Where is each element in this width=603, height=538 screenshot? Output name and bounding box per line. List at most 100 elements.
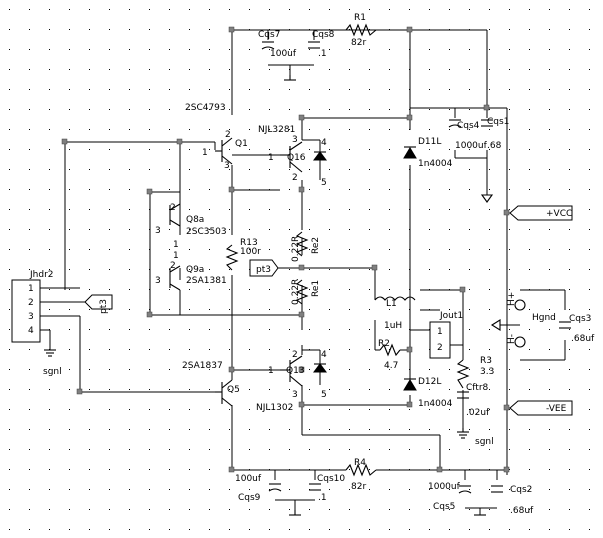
wires bbox=[40, 29, 566, 515]
pin-jhdr-1: 1 bbox=[28, 284, 34, 294]
label-r13: R13 bbox=[240, 238, 258, 248]
resistor-r13 bbox=[225, 244, 239, 271]
label-q5-part: 2SA1837 bbox=[182, 361, 223, 371]
pin-q9-2: 2 bbox=[170, 261, 176, 271]
pin-q8-3: 3 bbox=[155, 226, 161, 236]
diode-d11 bbox=[403, 146, 417, 159]
pin-q1-1: 1 bbox=[202, 148, 208, 158]
label-re2: Re2 bbox=[311, 237, 321, 254]
label-r4-val: 82r bbox=[351, 482, 366, 492]
label-cqs5-val: 1000uf bbox=[428, 482, 461, 492]
pin-jhdr-2: 2 bbox=[28, 298, 34, 308]
pin-numbers: 1 2 3 1 3 2 4 5 2 3 1 1 2 3 1 2 3 4 1 2 … bbox=[28, 130, 443, 400]
label-q5: Q5 bbox=[227, 385, 240, 395]
label-q1-part: 2SC4793 bbox=[185, 103, 226, 113]
label-hplus: H+ bbox=[507, 292, 517, 306]
label-pt3-left: pt3 bbox=[99, 299, 109, 314]
capacitor-cqs3 bbox=[559, 321, 571, 329]
pin-q13-2: 2 bbox=[292, 350, 298, 360]
label-r2: R2 bbox=[378, 339, 390, 349]
label-cqs10: Cqs10 bbox=[317, 474, 345, 484]
label-re2-val: 0.22R bbox=[291, 236, 301, 262]
connector-jout1 bbox=[429, 321, 451, 359]
resistor-r2 bbox=[379, 343, 401, 357]
diode-d12 bbox=[403, 378, 417, 391]
pin-q1-2: 2 bbox=[225, 130, 231, 140]
pin-q8-1: 1 bbox=[173, 240, 179, 250]
label-q1: Q1 bbox=[235, 139, 248, 149]
label-r13-val: 100r bbox=[240, 247, 261, 257]
label-cqs9-val: 100uf bbox=[235, 474, 262, 484]
pin-q16-1: 1 bbox=[268, 153, 274, 163]
transistor-q5 bbox=[215, 379, 233, 407]
label-q9-part: 2SA1381 bbox=[186, 276, 227, 286]
label-cqs3-val: .68uf bbox=[571, 334, 595, 344]
capacitor-cqs10 bbox=[309, 483, 321, 491]
capacitor-cqs8 bbox=[308, 41, 320, 49]
capacitor-cqs4 bbox=[448, 119, 462, 128]
pin-q16-3: 3 bbox=[292, 135, 298, 145]
label-r1-val: 82r bbox=[351, 38, 366, 48]
pin-q16-2: 2 bbox=[292, 173, 298, 183]
label-jout1: Jout1 bbox=[439, 311, 463, 321]
diode-q13-internal bbox=[313, 363, 327, 373]
label-l1: L1 bbox=[386, 299, 397, 309]
flag-pt3-center bbox=[249, 259, 279, 277]
label-q8-part: 2SC3503 bbox=[186, 227, 227, 237]
label-r1: R1 bbox=[354, 13, 366, 23]
label-cqs1-val: .68 bbox=[487, 141, 502, 151]
label-d11-part: 1n4004 bbox=[418, 159, 453, 169]
label-q13: Q13 bbox=[286, 366, 305, 376]
resistor-r1 bbox=[345, 23, 377, 37]
label-re1: Re1 bbox=[311, 280, 321, 297]
ground-symbols bbox=[44, 75, 494, 516]
pin-q9-3: 3 bbox=[155, 276, 161, 286]
label-d12: D12L bbox=[418, 377, 441, 387]
pin-jout-1: 1 bbox=[437, 327, 443, 337]
label-cqs2-val: .68uf bbox=[510, 506, 534, 516]
label-q13-part: NJL1302 bbox=[256, 403, 293, 413]
label-pt3-center: pt3 bbox=[256, 265, 271, 275]
label-vcc: +VCC bbox=[546, 209, 572, 219]
label-cqs4-val: 1000uf bbox=[455, 141, 488, 151]
label-re1-val: 0.22R bbox=[291, 279, 301, 305]
resistor-re1 bbox=[295, 279, 309, 305]
pin-jhdr-3: 3 bbox=[28, 312, 34, 322]
capacitor-cqs7 bbox=[261, 41, 275, 50]
transistor-q13 bbox=[280, 355, 303, 387]
flag-pt3-left bbox=[84, 294, 113, 310]
pin-q1-3: 3 bbox=[224, 161, 230, 171]
hgnd-symbol bbox=[490, 299, 526, 348]
transistor-q16 bbox=[280, 141, 303, 173]
label-q16: Q16 bbox=[287, 153, 306, 163]
inductor-l1 bbox=[374, 296, 416, 301]
label-cqs8-val: .1 bbox=[318, 49, 327, 59]
resistor-r4 bbox=[345, 463, 377, 477]
capacitor-cftr8 bbox=[457, 391, 469, 399]
capacitor-cqs9 bbox=[268, 483, 282, 492]
pin-q16-4: 4 bbox=[321, 138, 327, 148]
label-l1-val: 1uH bbox=[384, 321, 402, 331]
label-hminus: H- bbox=[507, 334, 517, 344]
component-labels: R1 82r Cqs7 100uf Cqs8 .1 2SC4793 Q1 NJL… bbox=[29, 13, 595, 516]
label-r3-val: 3.3 bbox=[480, 367, 494, 377]
label-cqs1: Cqs1 bbox=[487, 117, 509, 127]
pin-jout-2: 2 bbox=[437, 343, 443, 353]
label-cqs7: Cqs7 bbox=[258, 30, 280, 40]
capacitor-cqs5 bbox=[458, 485, 472, 494]
junction-nodes bbox=[61, 26, 510, 473]
label-cftr8-val: .02uf bbox=[466, 408, 490, 418]
transistor-q9 bbox=[169, 265, 181, 291]
label-cftr8: Cftr8 bbox=[466, 383, 489, 393]
pin-q9-1: 1 bbox=[173, 251, 179, 261]
resistor-re2 bbox=[295, 231, 309, 257]
transistor-q8 bbox=[169, 203, 181, 227]
label-cqs7-val: 100uf bbox=[270, 49, 297, 59]
label-cqs5: Cqs5 bbox=[433, 502, 455, 512]
pin-q8-2: 2 bbox=[170, 203, 176, 213]
label-r4: R4 bbox=[354, 458, 366, 468]
pin-q13-1: 1 bbox=[268, 366, 274, 376]
resistor-r3 bbox=[456, 359, 470, 389]
label-cqs4: Cqs4 bbox=[457, 121, 480, 131]
